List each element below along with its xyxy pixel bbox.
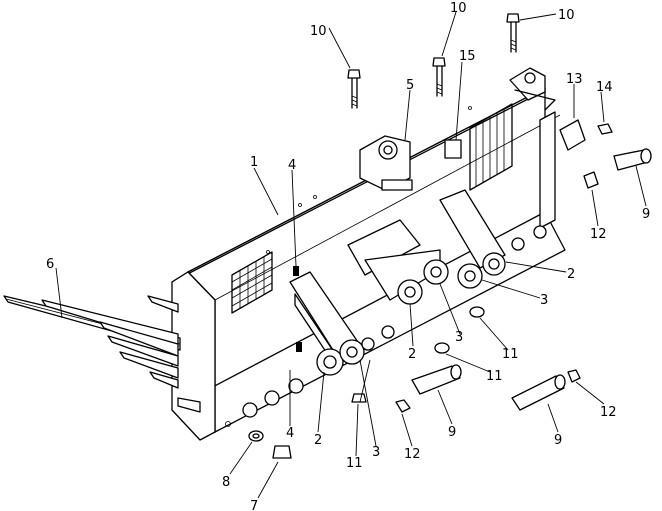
- left-grille: [231, 251, 273, 314]
- callout-10: 10: [558, 8, 575, 23]
- callout-7: 7: [250, 499, 258, 511]
- callout-15: 15: [459, 49, 476, 64]
- forks: [3, 295, 201, 413]
- top-bracket: [359, 135, 413, 191]
- callout-2: 2: [408, 347, 416, 362]
- callout-4: 4: [288, 158, 296, 173]
- left-arm-assembly: [289, 266, 365, 376]
- callout-14: 14: [596, 80, 613, 95]
- right-grille: [469, 103, 513, 191]
- callout-1: 1: [250, 155, 258, 170]
- grease-fittings: [395, 123, 613, 413]
- callout-10: 10: [450, 1, 467, 16]
- callout-13: 13: [566, 72, 583, 87]
- pins: [411, 148, 652, 411]
- callout-5: 5: [406, 78, 414, 93]
- callout-12: 12: [590, 227, 607, 242]
- nuts-and-washers: [248, 306, 485, 459]
- callout-9: 9: [642, 207, 650, 222]
- center-arm-assembly: [347, 219, 449, 305]
- callout-2: 2: [314, 433, 322, 448]
- callout-3: 3: [455, 330, 463, 345]
- callout-4: 4: [286, 426, 294, 441]
- callout-11: 11: [486, 369, 503, 384]
- callout-2: 2: [567, 267, 575, 282]
- plate-15: [444, 139, 462, 159]
- callout-12: 12: [404, 447, 421, 462]
- callout-3: 3: [540, 293, 548, 308]
- callout-6: 6: [46, 257, 54, 272]
- callout-11: 11: [346, 456, 363, 471]
- bushings: [242, 225, 547, 418]
- callout-10: 10: [310, 24, 327, 39]
- callout-12: 12: [600, 405, 617, 420]
- callout-labels: 1 2 2 2 3 3 3 4 4 5 6 7 8 9 9 9 10 10 10…: [46, 1, 650, 511]
- leader-lines: [55, 11, 647, 499]
- callout-3: 3: [372, 445, 380, 460]
- callout-9: 9: [554, 433, 562, 448]
- callout-9: 9: [448, 425, 456, 440]
- callout-11: 11: [502, 347, 519, 362]
- bolts: [347, 13, 520, 109]
- callout-8: 8: [222, 475, 230, 490]
- right-arm-assembly: [439, 111, 556, 289]
- bracket-plate-13: [559, 119, 586, 151]
